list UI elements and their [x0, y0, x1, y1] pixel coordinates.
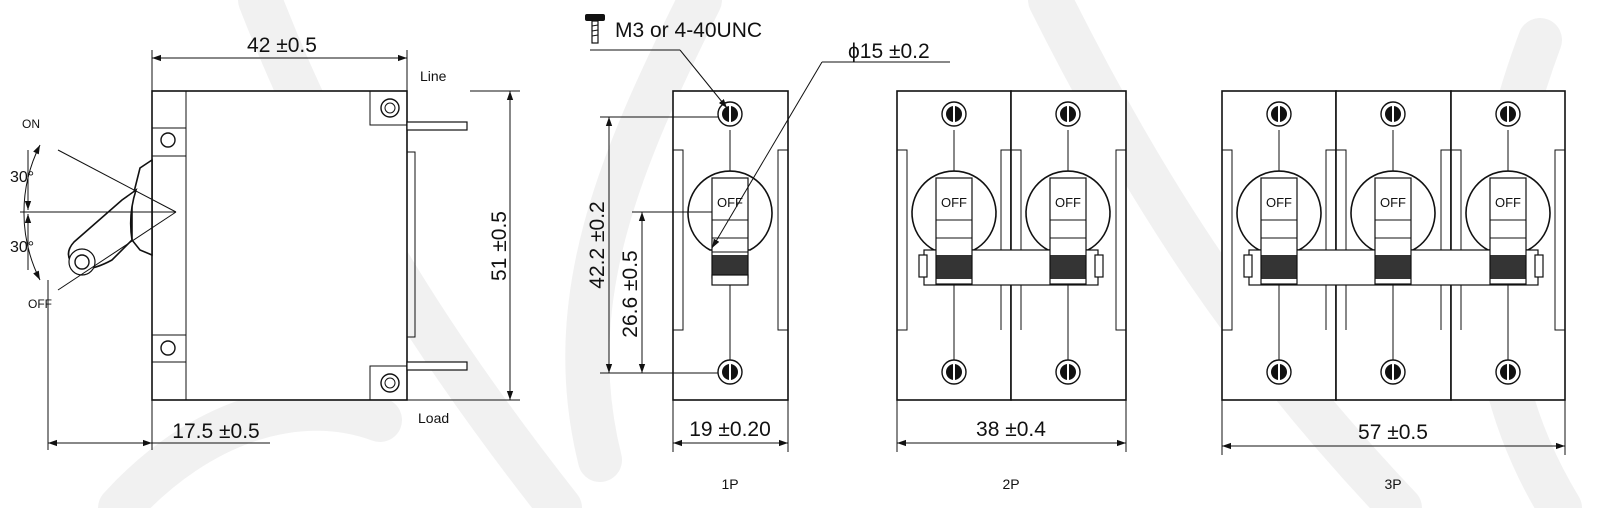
screw-icon — [585, 14, 605, 44]
width-3p-dimension: 57 ±0.5 — [1358, 421, 1428, 444]
front-view-3p: OFF OFF OFF 57 ±0.5 3P — [1221, 90, 1566, 492]
handle-depth-dimension: 17.5 ±0.5 — [172, 420, 259, 443]
diameter-label: ϕ15 ±0.2 — [848, 40, 930, 63]
view-label-3p: 3P — [1384, 476, 1401, 492]
handle-label-2p-a: OFF — [941, 195, 967, 210]
on-label: ON — [22, 117, 40, 131]
line-terminal-label: Line — [420, 68, 447, 84]
view-label-1p: 1P — [721, 476, 738, 492]
handle-label-3p-b: OFF — [1380, 195, 1406, 210]
off-position-label: OFF — [28, 297, 52, 311]
front-view-1p: OFF M3 or 4-40UNC ϕ15 ±0.2 42.2 ±0.2 26.… — [585, 14, 950, 492]
side-width-dimension: 42 ±0.5 — [247, 34, 317, 57]
screw-spec-label: M3 or 4-40UNC — [615, 19, 762, 42]
front-view-2p: OFF OFF 38 ±0.4 2P — [896, 90, 1127, 492]
handle-height-dimension: 26.6 ±0.5 — [619, 250, 642, 337]
width-1p-dimension: 19 ±0.20 — [689, 418, 771, 441]
width-2p-dimension: 38 ±0.4 — [976, 418, 1046, 441]
handle-label-3p-c: OFF — [1495, 195, 1521, 210]
handle-label-3p-a: OFF — [1266, 195, 1292, 210]
side-view: ON OFF 30° 30° Line Load 42 ±0.5 51 ±0.5… — [10, 34, 520, 450]
side-height-dimension: 51 ±0.5 — [488, 211, 511, 281]
angle-top-label: 30° — [10, 169, 34, 186]
angle-bottom-label: 30° — [10, 239, 34, 256]
handle-label-2p-b: OFF — [1055, 195, 1081, 210]
load-terminal-label: Load — [418, 410, 449, 426]
screw-pitch-dimension: 42.2 ±0.2 — [586, 201, 609, 288]
view-label-2p: 2P — [1002, 476, 1019, 492]
